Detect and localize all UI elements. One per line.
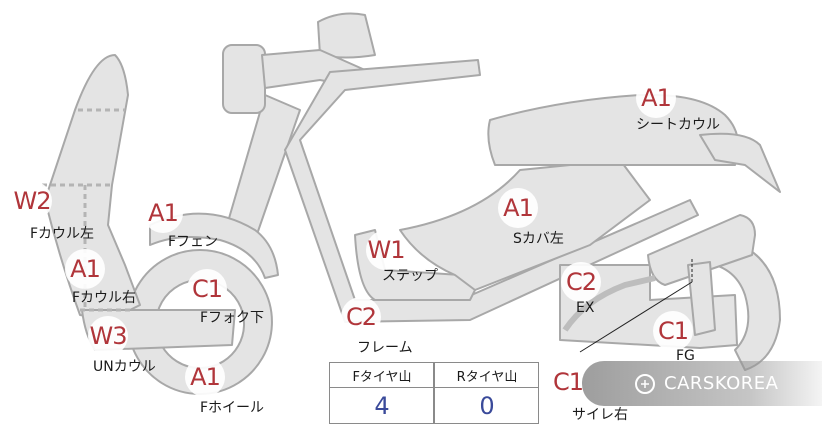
headlight [222, 44, 266, 114]
marker-front-wheel-code: A1 [185, 357, 225, 397]
front-fender [149, 212, 279, 279]
marker-front-cowl-left-label: Fカウル左 [30, 226, 95, 242]
marker-front-cowl-right-label: Fカウル右 [72, 290, 137, 306]
rear-tire-value: 0 [479, 391, 495, 420]
marker-front-fender-label: Fフェン [168, 234, 219, 250]
watermark: CARSKOREA [582, 361, 822, 406]
marker-step-code: W1 [366, 230, 406, 270]
rear-suspension [687, 261, 716, 336]
marker-front-fork-lower-label: Fフォク下 [200, 310, 265, 326]
carskorea-logo-icon [635, 373, 655, 394]
tire-tread-table: Fタイヤ山 Rタイヤ山 4 0 [329, 362, 539, 424]
seat-cowl [699, 132, 781, 193]
marker-frame-code: C2 [341, 297, 381, 337]
marker-front-wheel-label: Fホイール [200, 400, 265, 416]
step-board [354, 229, 481, 301]
marker-front-fender-code: A1 [143, 193, 183, 233]
marker-step-label: ステップ [382, 268, 438, 284]
watermark-brand: CARSKOREA [664, 373, 779, 394]
marker-front-fork-lower-code: C1 [187, 269, 227, 309]
front-cowl-left [44, 54, 141, 321]
leader-line-silencer [579, 281, 693, 353]
marker-front-cowl-left-code: W2 [12, 181, 52, 221]
handlebar-top [317, 12, 376, 59]
marker-side-cover-label: Sカバ左 [513, 231, 564, 247]
marker-seat-cowl-label: シートカウル [636, 117, 720, 133]
muffler [647, 214, 756, 286]
marker-silencer-right-code: C1 [548, 362, 588, 402]
marker-under-cowl-label: UNカウル [93, 359, 156, 375]
marker-seat-cowl-code: A1 [636, 78, 676, 118]
marker-exhaust-label: EX [576, 300, 595, 316]
marker-fg-code: C1 [653, 311, 693, 351]
front-fork [224, 94, 301, 241]
marker-front-cowl-right-code: A1 [65, 249, 105, 289]
marker-silencer-right-label: サイレ右 [572, 407, 628, 423]
seat [487, 93, 740, 166]
front-tire-value: 4 [374, 391, 390, 420]
rear-tire-header: Rタイヤ山 [435, 363, 539, 388]
marker-under-cowl-code: W3 [88, 316, 128, 356]
marker-exhaust-code: C2 [561, 262, 601, 302]
table-divider [433, 363, 435, 423]
marker-frame-label: フレーム [357, 340, 413, 356]
exhaust-pipe [562, 275, 656, 332]
marker-fg-label: FG [676, 348, 695, 364]
marker-side-cover-code: A1 [498, 188, 538, 228]
front-tire-header: Fタイヤ山 [330, 363, 434, 388]
